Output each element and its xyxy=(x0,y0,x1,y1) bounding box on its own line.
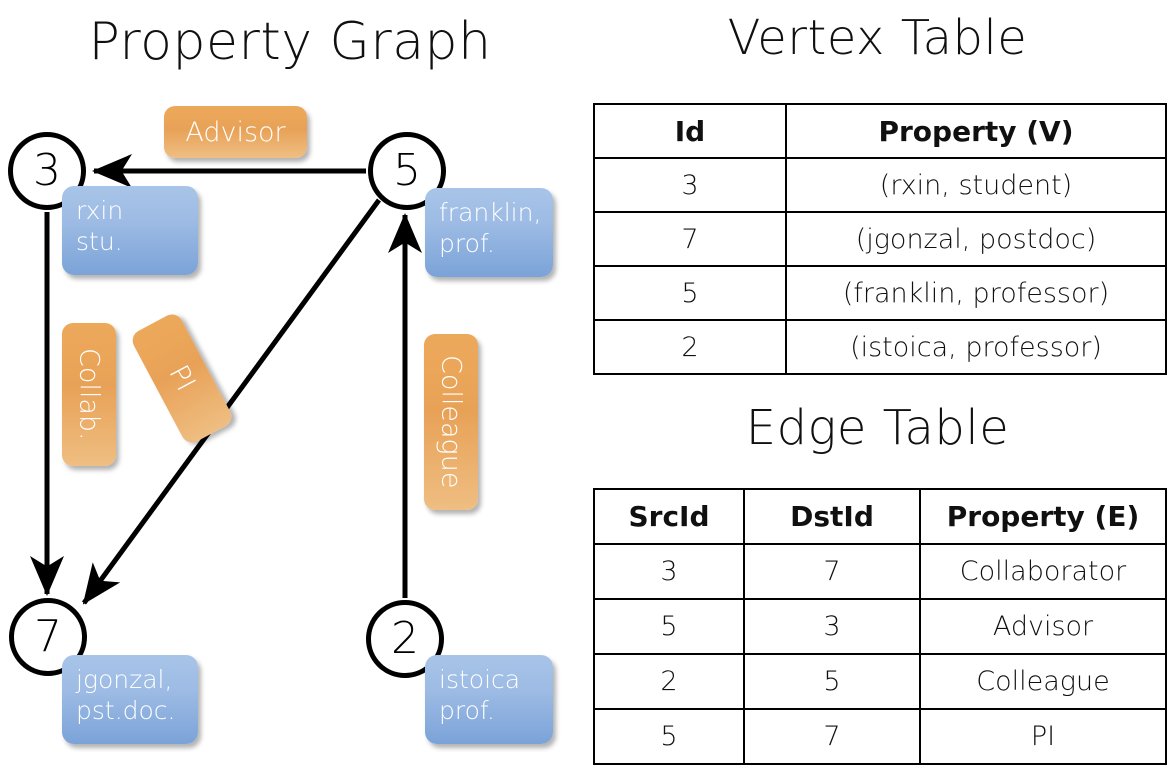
edge-table-header-srcid: SrcId xyxy=(593,488,745,545)
page-title-vertex-table: Vertex Table xyxy=(727,10,1028,66)
node-property-callout-2: istoica prof. xyxy=(425,655,553,744)
vertex-row-0-property: (rxin, student) xyxy=(785,157,1167,213)
node-property-7-line2: pst.doc. xyxy=(76,695,176,725)
edge-row-2-property: Colleague xyxy=(919,653,1167,710)
vertex-table-header-property: Property (V) xyxy=(785,103,1167,159)
vertex-table-header-id: Id xyxy=(593,103,787,159)
vertex-row-2-property: (franklin, professor) xyxy=(785,265,1167,321)
edge-row-3-property: PI xyxy=(919,708,1167,765)
graph-node-5-label: 5 xyxy=(393,145,421,196)
vertex-row-3-id: 2 xyxy=(593,319,787,375)
vertex-row-1-id: 7 xyxy=(593,211,787,267)
edge-row-1-src: 5 xyxy=(593,598,745,655)
vertex-table: Id Property (V) 3 (rxin, student) 7 (jgo… xyxy=(593,103,1167,375)
edge-label-collab-text: Collab. xyxy=(73,348,105,441)
graph-node-5[interactable]: 5 xyxy=(368,132,446,210)
vertex-row-1-property: (jgonzal, postdoc) xyxy=(785,211,1167,267)
node-property-callout-7: jgonzal, pst.doc. xyxy=(62,655,198,744)
table-row: 5 (franklin, professor) xyxy=(593,265,1167,321)
edge-row-0-src: 3 xyxy=(593,543,745,600)
node-property-3-line2: stu. xyxy=(76,226,123,256)
node-property-2-line1: istoica xyxy=(439,665,521,694)
edge-table-header-dstid: DstId xyxy=(743,488,921,545)
node-property-callout-5: franklin, prof. xyxy=(425,188,553,277)
graph-node-7-label: 7 xyxy=(34,611,62,662)
vertex-table-header-row: Id Property (V) xyxy=(593,103,1167,159)
edge-arrow-pi xyxy=(81,198,382,605)
edge-label-colleague-text: Colleague xyxy=(435,355,467,489)
vertex-row-3-property: (istoica, professor) xyxy=(785,319,1167,375)
edge-label-advisor: Advisor xyxy=(164,106,307,158)
page-title-edge-table: Edge Table xyxy=(745,400,1010,456)
table-row: 7 (jgonzal, postdoc) xyxy=(593,211,1167,267)
graph-node-2-label: 2 xyxy=(391,613,419,664)
table-row: 5 7 PI xyxy=(593,708,1167,765)
table-row: 5 3 Advisor xyxy=(593,598,1167,655)
vertex-row-0-id: 3 xyxy=(593,157,787,213)
vertex-row-2-id: 5 xyxy=(593,265,787,321)
table-row: 3 (rxin, student) xyxy=(593,157,1167,213)
property-graph-diagram: Advisor Collab. PI Colleague 3 5 7 2 rxi… xyxy=(0,0,585,760)
node-property-2-line2: prof. xyxy=(439,695,495,725)
edge-row-1-property: Advisor xyxy=(919,598,1167,655)
edge-table: SrcId DstId Property (E) 3 7 Collaborato… xyxy=(593,488,1167,765)
edge-label-collab: Collab. xyxy=(62,323,116,466)
edge-table-header-row: SrcId DstId Property (E) xyxy=(593,488,1167,545)
edge-row-2-src: 2 xyxy=(593,653,745,710)
table-row: 2 5 Colleague xyxy=(593,653,1167,710)
edge-label-advisor-text: Advisor xyxy=(185,116,286,148)
node-property-callout-3: rxin stu. xyxy=(62,186,198,275)
table-row: 2 (istoica, professor) xyxy=(593,319,1167,375)
edge-row-1-dst: 3 xyxy=(743,598,921,655)
edge-label-pi-text: PI xyxy=(162,360,202,397)
graph-node-3-label: 3 xyxy=(33,145,61,196)
edge-row-3-dst: 7 xyxy=(743,708,921,765)
table-row: 3 7 Collaborator xyxy=(593,543,1167,600)
edge-row-0-property: Collaborator xyxy=(919,543,1167,600)
page-title-property-graph: Property Graph xyxy=(88,12,492,72)
edge-row-0-dst: 7 xyxy=(743,543,921,600)
node-property-5-line2: prof. xyxy=(439,228,495,258)
edge-row-2-dst: 5 xyxy=(743,653,921,710)
edge-label-colleague: Colleague xyxy=(424,334,478,510)
node-property-5-line1: franklin, xyxy=(439,198,542,227)
node-property-7-line1: jgonzal, xyxy=(76,665,173,694)
graph-edges-layer xyxy=(30,154,422,605)
edge-row-3-src: 5 xyxy=(593,708,745,765)
graph-node-2[interactable]: 2 xyxy=(366,600,444,678)
edge-table-header-property: Property (E) xyxy=(919,488,1167,545)
node-property-3-line1: rxin xyxy=(76,196,124,225)
